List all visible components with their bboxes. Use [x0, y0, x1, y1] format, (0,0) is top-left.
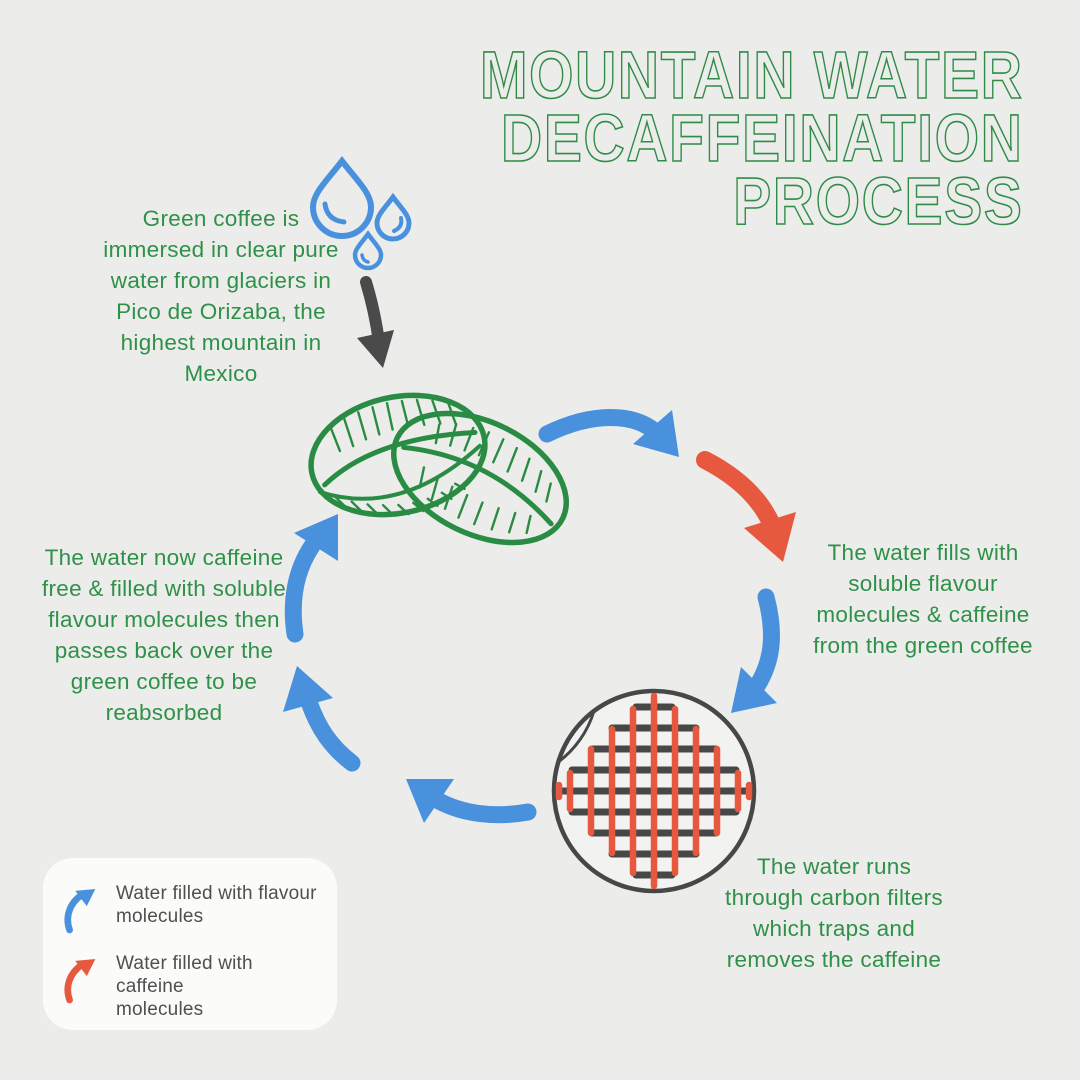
step1-line: water from glaciers in — [110, 268, 332, 293]
title-line: DECAFFEINATION — [501, 101, 1024, 176]
blue-flow-arrow-icon — [283, 666, 361, 772]
page-title: MOUNTAIN WATER DECAFFEINATION PROCESS — [384, 38, 1024, 239]
step4-line: reabsorbed — [105, 700, 223, 725]
legend-item: Water filled with caffeine molecules — [61, 952, 319, 1021]
step2-line: molecules & caffeine — [816, 602, 1030, 627]
step4-line: flavour molecules then — [48, 607, 280, 632]
step4-line: green coffee to be — [70, 669, 258, 694]
legend-label-line: molecules — [116, 906, 204, 927]
step2-line: from the green coffee — [813, 633, 1033, 658]
legend-item: Water filled with flavour molecules — [61, 882, 319, 934]
step4-text: The water now caffeine free & filled wit… — [33, 542, 295, 728]
step3-line: through carbon filters — [725, 885, 943, 910]
title-line: PROCESS — [733, 164, 1024, 239]
water-droplets-icon — [309, 156, 412, 271]
red-curved-arrow-icon — [64, 958, 96, 1004]
gray-down-arrow-icon — [357, 276, 394, 368]
title-line: MOUNTAIN WATER — [480, 38, 1024, 113]
step1-line: highest mountain in — [120, 330, 322, 355]
step1-line: immersed in clear pure — [103, 237, 339, 262]
legend: Water filled with flavour molecules Wate… — [43, 858, 337, 1030]
legend-label: Water filled with caffeine molecules — [116, 952, 319, 1021]
step3-line: removes the caffeine — [726, 947, 942, 972]
step4-line: free & filled with soluble — [41, 576, 287, 601]
step3-line: which traps and — [752, 916, 916, 941]
legend-label-line: molecules — [116, 999, 204, 1020]
step4-line: The water now caffeine — [44, 545, 284, 570]
step1-line: Green coffee is — [142, 206, 300, 231]
step3-line: The water runs — [756, 854, 912, 879]
step3-text: The water runs through carbon filters wh… — [718, 851, 950, 975]
blue-flow-arrow-icon — [731, 588, 780, 713]
legend-label-line: Water filled with flavour — [116, 883, 317, 904]
carbon-filter-icon — [551, 688, 757, 894]
blue-flow-arrow-icon — [284, 514, 338, 643]
step1-text: Green coffee is immersed in clear pure w… — [95, 203, 347, 389]
blue-flow-arrow-icon — [406, 779, 537, 824]
step4-line: passes back over the — [54, 638, 274, 663]
blue-flow-arrow-icon — [538, 409, 679, 457]
step1-line: Pico de Orizaba, the — [116, 299, 326, 324]
blue-curved-arrow-icon — [64, 888, 96, 934]
legend-label: Water filled with flavour molecules — [116, 882, 317, 928]
legend-label-line: Water filled with caffeine — [116, 953, 253, 997]
step1-line: Mexico — [184, 361, 258, 386]
step2-text: The water fills with soluble flavour mol… — [800, 537, 1046, 661]
coffee-beans-icon — [308, 392, 570, 546]
step2-line: soluble flavour — [848, 571, 998, 596]
step2-line: The water fills with — [827, 540, 1019, 565]
red-flow-arrow-icon — [696, 451, 796, 562]
